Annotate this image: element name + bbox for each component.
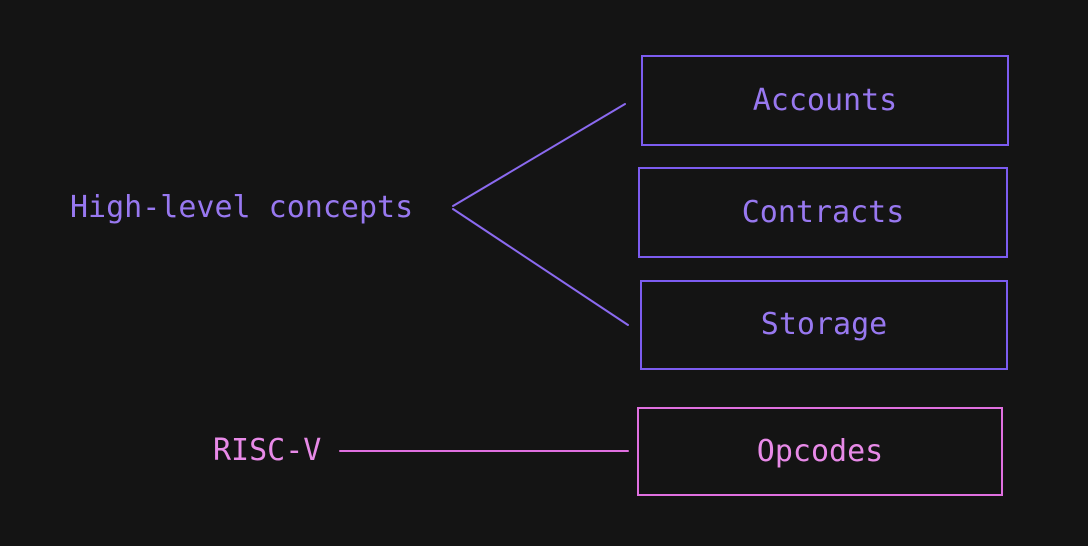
box-opcodes[interactable]: Opcodes [637,407,1003,496]
box-label-contracts: Contracts [741,194,905,230]
edge-high-level-to-storage [452,208,629,326]
box-label-opcodes: Opcodes [756,433,884,469]
box-accounts[interactable]: Accounts [641,55,1009,146]
node-label-high-level-concepts: High-level concepts [70,190,414,225]
box-label-accounts: Accounts [752,82,898,118]
box-storage[interactable]: Storage [640,280,1008,370]
node-label-risc-v: RISC-V [213,433,322,468]
box-label-storage: Storage [760,307,888,342]
box-contracts[interactable]: Contracts [638,167,1008,258]
edge-high-level-to-accounts [452,103,626,207]
